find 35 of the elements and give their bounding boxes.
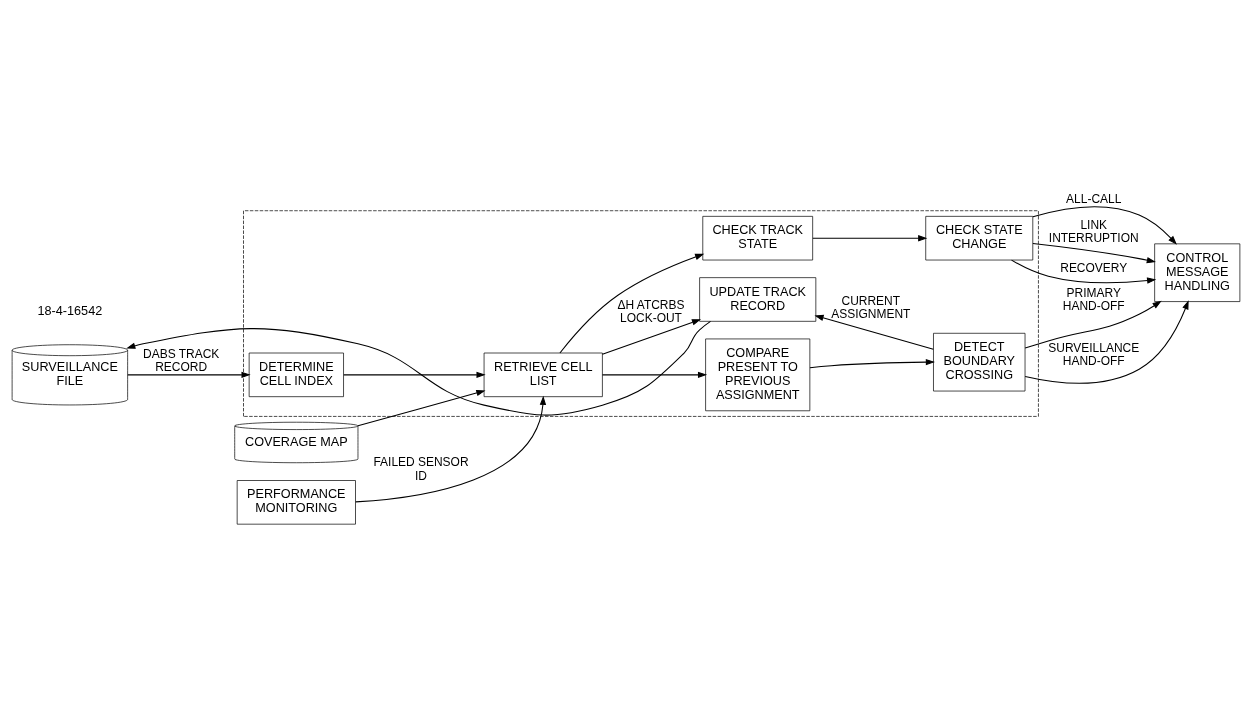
edge-label: CURRENT ASSIGNMENT bbox=[831, 293, 911, 322]
node-box: CHECK TRACK STATE bbox=[702, 216, 813, 261]
arrow bbox=[343, 371, 486, 379]
edge-label: SURVEILLANCE HAND-OFF bbox=[1048, 341, 1140, 369]
arrow bbox=[1024, 300, 1162, 349]
arrow bbox=[355, 395, 547, 503]
arrow bbox=[601, 319, 702, 355]
node-box: DETERMINE CELL INDEX bbox=[248, 352, 344, 398]
arrow bbox=[127, 371, 251, 379]
arrow bbox=[1011, 259, 1157, 284]
edge-label: ALL-CALL bbox=[1066, 192, 1122, 207]
node-box: COMPARE PRESENT TO PREVIOUS ASSIGNMENT bbox=[705, 338, 811, 412]
edge-label: LINK INTERRUPTION bbox=[1048, 217, 1139, 246]
edge-label: DABS TRACK RECORD bbox=[143, 346, 220, 375]
node-box: DETECT BOUNDARY CROSSING bbox=[933, 332, 1026, 392]
arrow bbox=[1024, 300, 1189, 384]
arrow bbox=[1032, 242, 1156, 264]
arrow bbox=[601, 371, 708, 379]
edge-label: FAILED SENSOR ID bbox=[373, 455, 469, 483]
arrow bbox=[357, 389, 486, 427]
label: 18-4-16542 bbox=[37, 304, 103, 319]
arrow bbox=[812, 235, 928, 242]
node-box: PERFORMANCE MONITORING bbox=[236, 480, 356, 525]
arrow bbox=[809, 358, 935, 369]
edge-label: ΔH ATCRBS LOCK-OUT bbox=[617, 298, 685, 326]
arrow bbox=[814, 314, 934, 350]
node-box: CHECK STATE CHANGE bbox=[925, 216, 1034, 261]
node-box: RETRIEVE CELL LIST bbox=[483, 352, 603, 398]
arrow bbox=[126, 320, 712, 416]
edge-label: PRIMARY HAND-OFF bbox=[1062, 286, 1125, 314]
arrow bbox=[1032, 206, 1177, 245]
node-box: UPDATE TRACK RECORD bbox=[699, 277, 817, 322]
node-box: CONTROL MESSAGE HANDLING bbox=[1154, 243, 1241, 302]
arrow bbox=[559, 253, 705, 354]
edge-label: RECOVERY bbox=[1060, 261, 1128, 276]
